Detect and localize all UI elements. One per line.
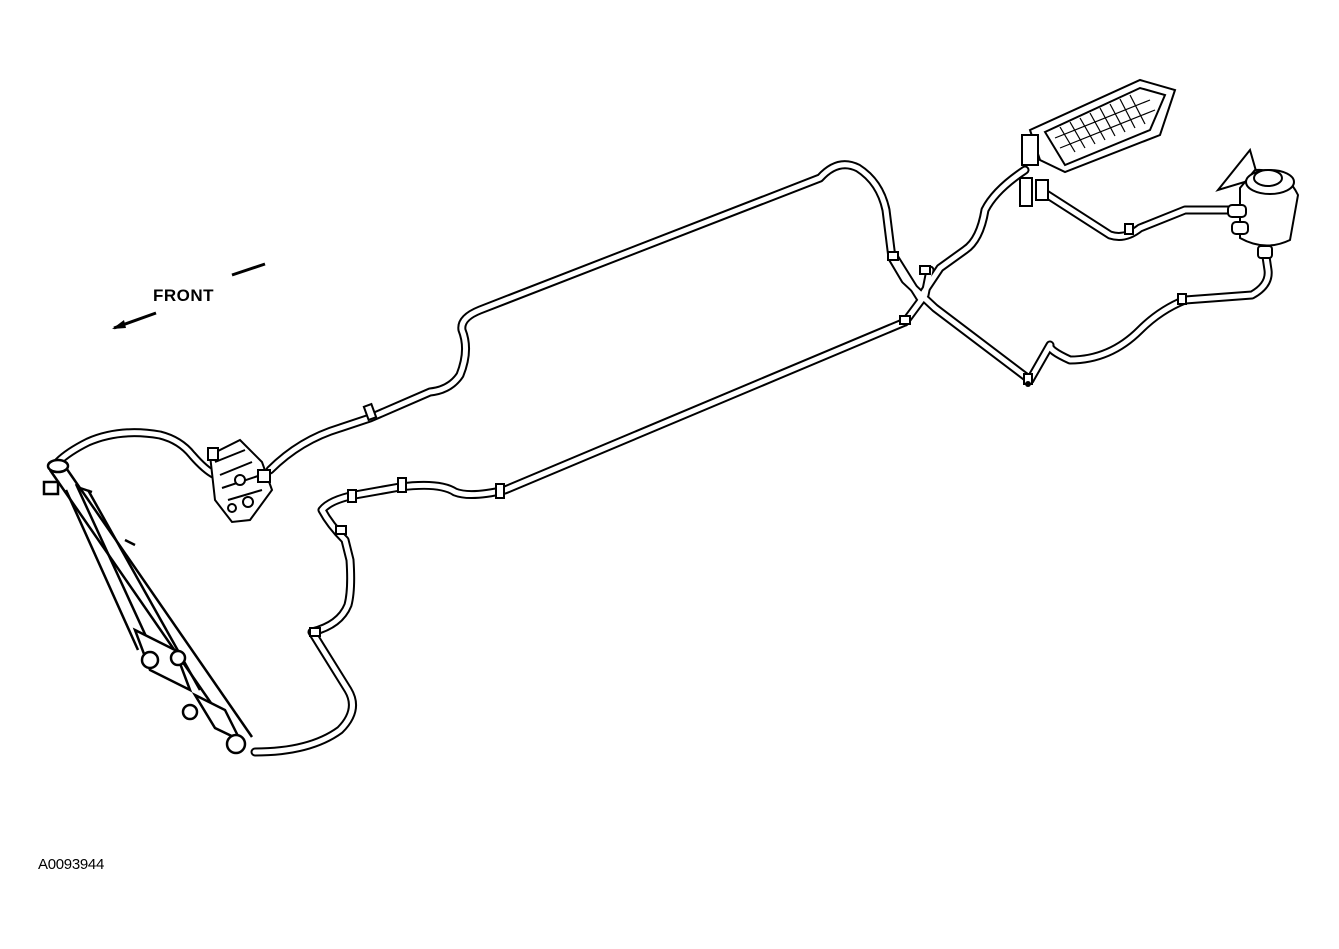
hose-fitting xyxy=(1025,381,1031,387)
front-label: FRONT xyxy=(153,286,215,305)
hose-lines xyxy=(53,160,1273,757)
valve-block xyxy=(207,438,274,524)
hose-clamps xyxy=(309,223,1187,637)
steering-gear xyxy=(42,458,254,755)
front-arrow-icon xyxy=(112,262,266,330)
figure-id: A0093944 xyxy=(38,856,105,873)
oil-cooler xyxy=(1019,78,1177,207)
fluid-reservoir xyxy=(1215,147,1300,259)
